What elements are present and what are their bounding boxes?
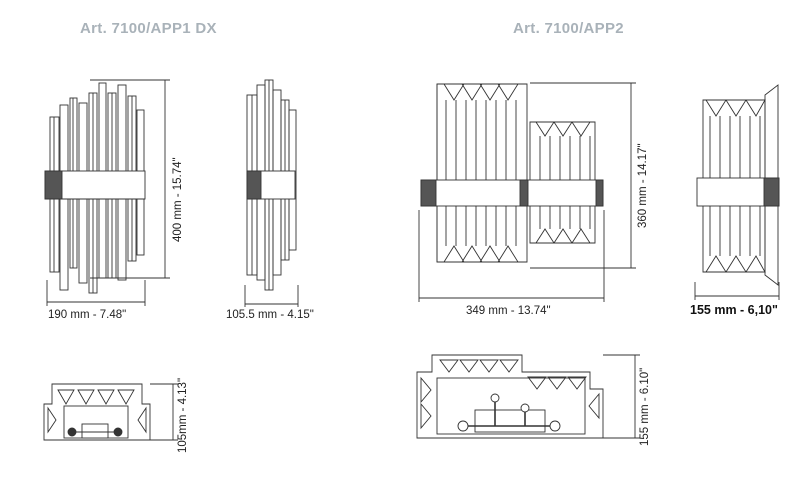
app2-front-dimensions bbox=[418, 82, 636, 302]
app2-plan-view bbox=[416, 354, 604, 439]
title-app1: Art. 7100/APP1 DX bbox=[80, 20, 217, 37]
app1-plan-depth-label: 105mm - 4.13" bbox=[177, 378, 189, 453]
app1-side-dimensions bbox=[244, 285, 299, 307]
app2-width-label: 349 mm - 13.74" bbox=[466, 305, 551, 317]
app2-plan-dimensions bbox=[603, 354, 640, 439]
app2-side-dimensions bbox=[694, 282, 780, 300]
app1-plan-dimensions bbox=[150, 383, 178, 441]
title-app2: Art. 7100/APP2 bbox=[513, 20, 624, 37]
app2-height-label: 360 mm - 14.17" bbox=[637, 143, 649, 228]
app1-front-dimensions bbox=[46, 79, 170, 306]
app1-front-view bbox=[44, 82, 146, 294]
app1-plan-view bbox=[43, 383, 151, 441]
app1-side-view bbox=[246, 79, 297, 291]
app2-plan-depth-label: 155 mm - 6.10" bbox=[639, 368, 651, 446]
app1-height-label: 400 mm - 15.74" bbox=[172, 157, 184, 242]
app2-front-view bbox=[420, 83, 604, 263]
app2-depth-label: 155 mm - 6,10" bbox=[690, 303, 778, 317]
app1-width-label: 190 mm - 7.48" bbox=[48, 309, 126, 321]
app1-depth-label: 105.5 mm - 4.15" bbox=[226, 309, 314, 321]
app2-side-view bbox=[696, 84, 780, 286]
